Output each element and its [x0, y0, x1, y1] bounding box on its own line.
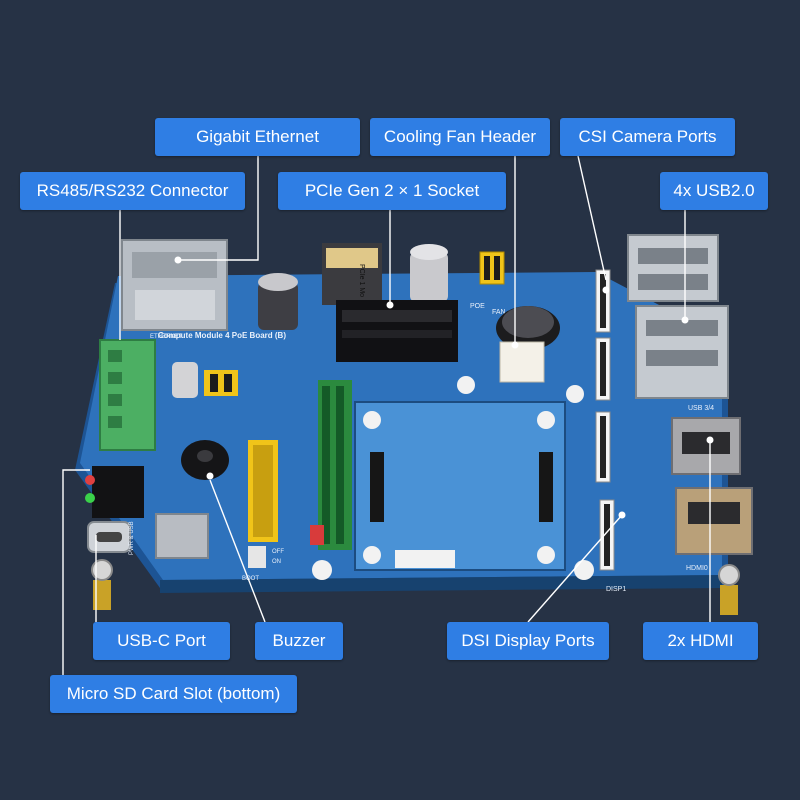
off-silk: OFF [272, 549, 284, 555]
callout-gigabit-ethernet: Gigabit Ethernet [155, 118, 360, 156]
buzzer-component [181, 440, 229, 480]
fan-silk: FAN [492, 309, 506, 316]
csi-connectors [595, 269, 611, 401]
sd-slot-region [85, 466, 144, 518]
callout-hdmi: 2x HDMI [643, 622, 758, 660]
leader-lines [62, 155, 711, 675]
usb-ports [627, 234, 729, 399]
callout-rs485-rs232: RS485/RS232 Connector [20, 172, 245, 210]
power-inductor [155, 513, 209, 559]
callout-pcie-socket: PCIe Gen 2 × 1 Socket [278, 172, 506, 210]
pin-header-strip [310, 380, 352, 550]
ethernet-silk: ETHERNET [150, 334, 183, 340]
board-title-silk: Compute Module 4 PoE Board (B) [158, 331, 286, 340]
hdmi0-silk: HDMI0 [686, 565, 708, 572]
jumper-blocks [204, 370, 238, 396]
leader-buzzer [209, 479, 266, 623]
hdmi-ports [671, 417, 753, 555]
fan-header [479, 251, 505, 285]
cm4-slot [312, 376, 594, 580]
standoff-posts [91, 559, 740, 615]
leader-gigabit [178, 156, 259, 261]
leader-microsd [62, 469, 90, 675]
callout-usb20: 4x USB2.0 [660, 172, 768, 210]
dsi-connectors [595, 411, 615, 571]
gpio-header [248, 440, 278, 542]
pcie-silk: PCIe 1 Mo [358, 264, 365, 297]
pwr-usb-silk: PWR & USB [129, 521, 135, 555]
pcie-socket [322, 243, 458, 362]
callout-cooling-fan-header: Cooling Fan Header [370, 118, 550, 156]
boot-switch [248, 546, 266, 568]
leader-dsi [527, 514, 623, 623]
ethernet-jack [121, 239, 228, 331]
leader-csi [577, 155, 607, 281]
disp1-silk: DISP1 [606, 586, 626, 593]
capacitors [172, 244, 448, 398]
usb-c-component [87, 521, 131, 553]
poe-silk: POE [470, 303, 485, 310]
callout-csi-camera-ports: CSI Camera Ports [560, 118, 735, 156]
callout-usb-c-port: USB-C Port [93, 622, 230, 660]
leader-dots [174, 256, 714, 519]
usb34-silk: USB 3/4 [688, 405, 714, 412]
rs485-terminal [99, 339, 156, 451]
callout-dsi-display-ports: DSI Display Ports [447, 622, 609, 660]
boot-silk: BOOT [242, 576, 259, 582]
on-silk: ON [272, 559, 281, 565]
callout-buzzer: Buzzer [255, 622, 343, 660]
callout-micro-sd-slot: Micro SD Card Slot (bottom) [50, 675, 297, 713]
